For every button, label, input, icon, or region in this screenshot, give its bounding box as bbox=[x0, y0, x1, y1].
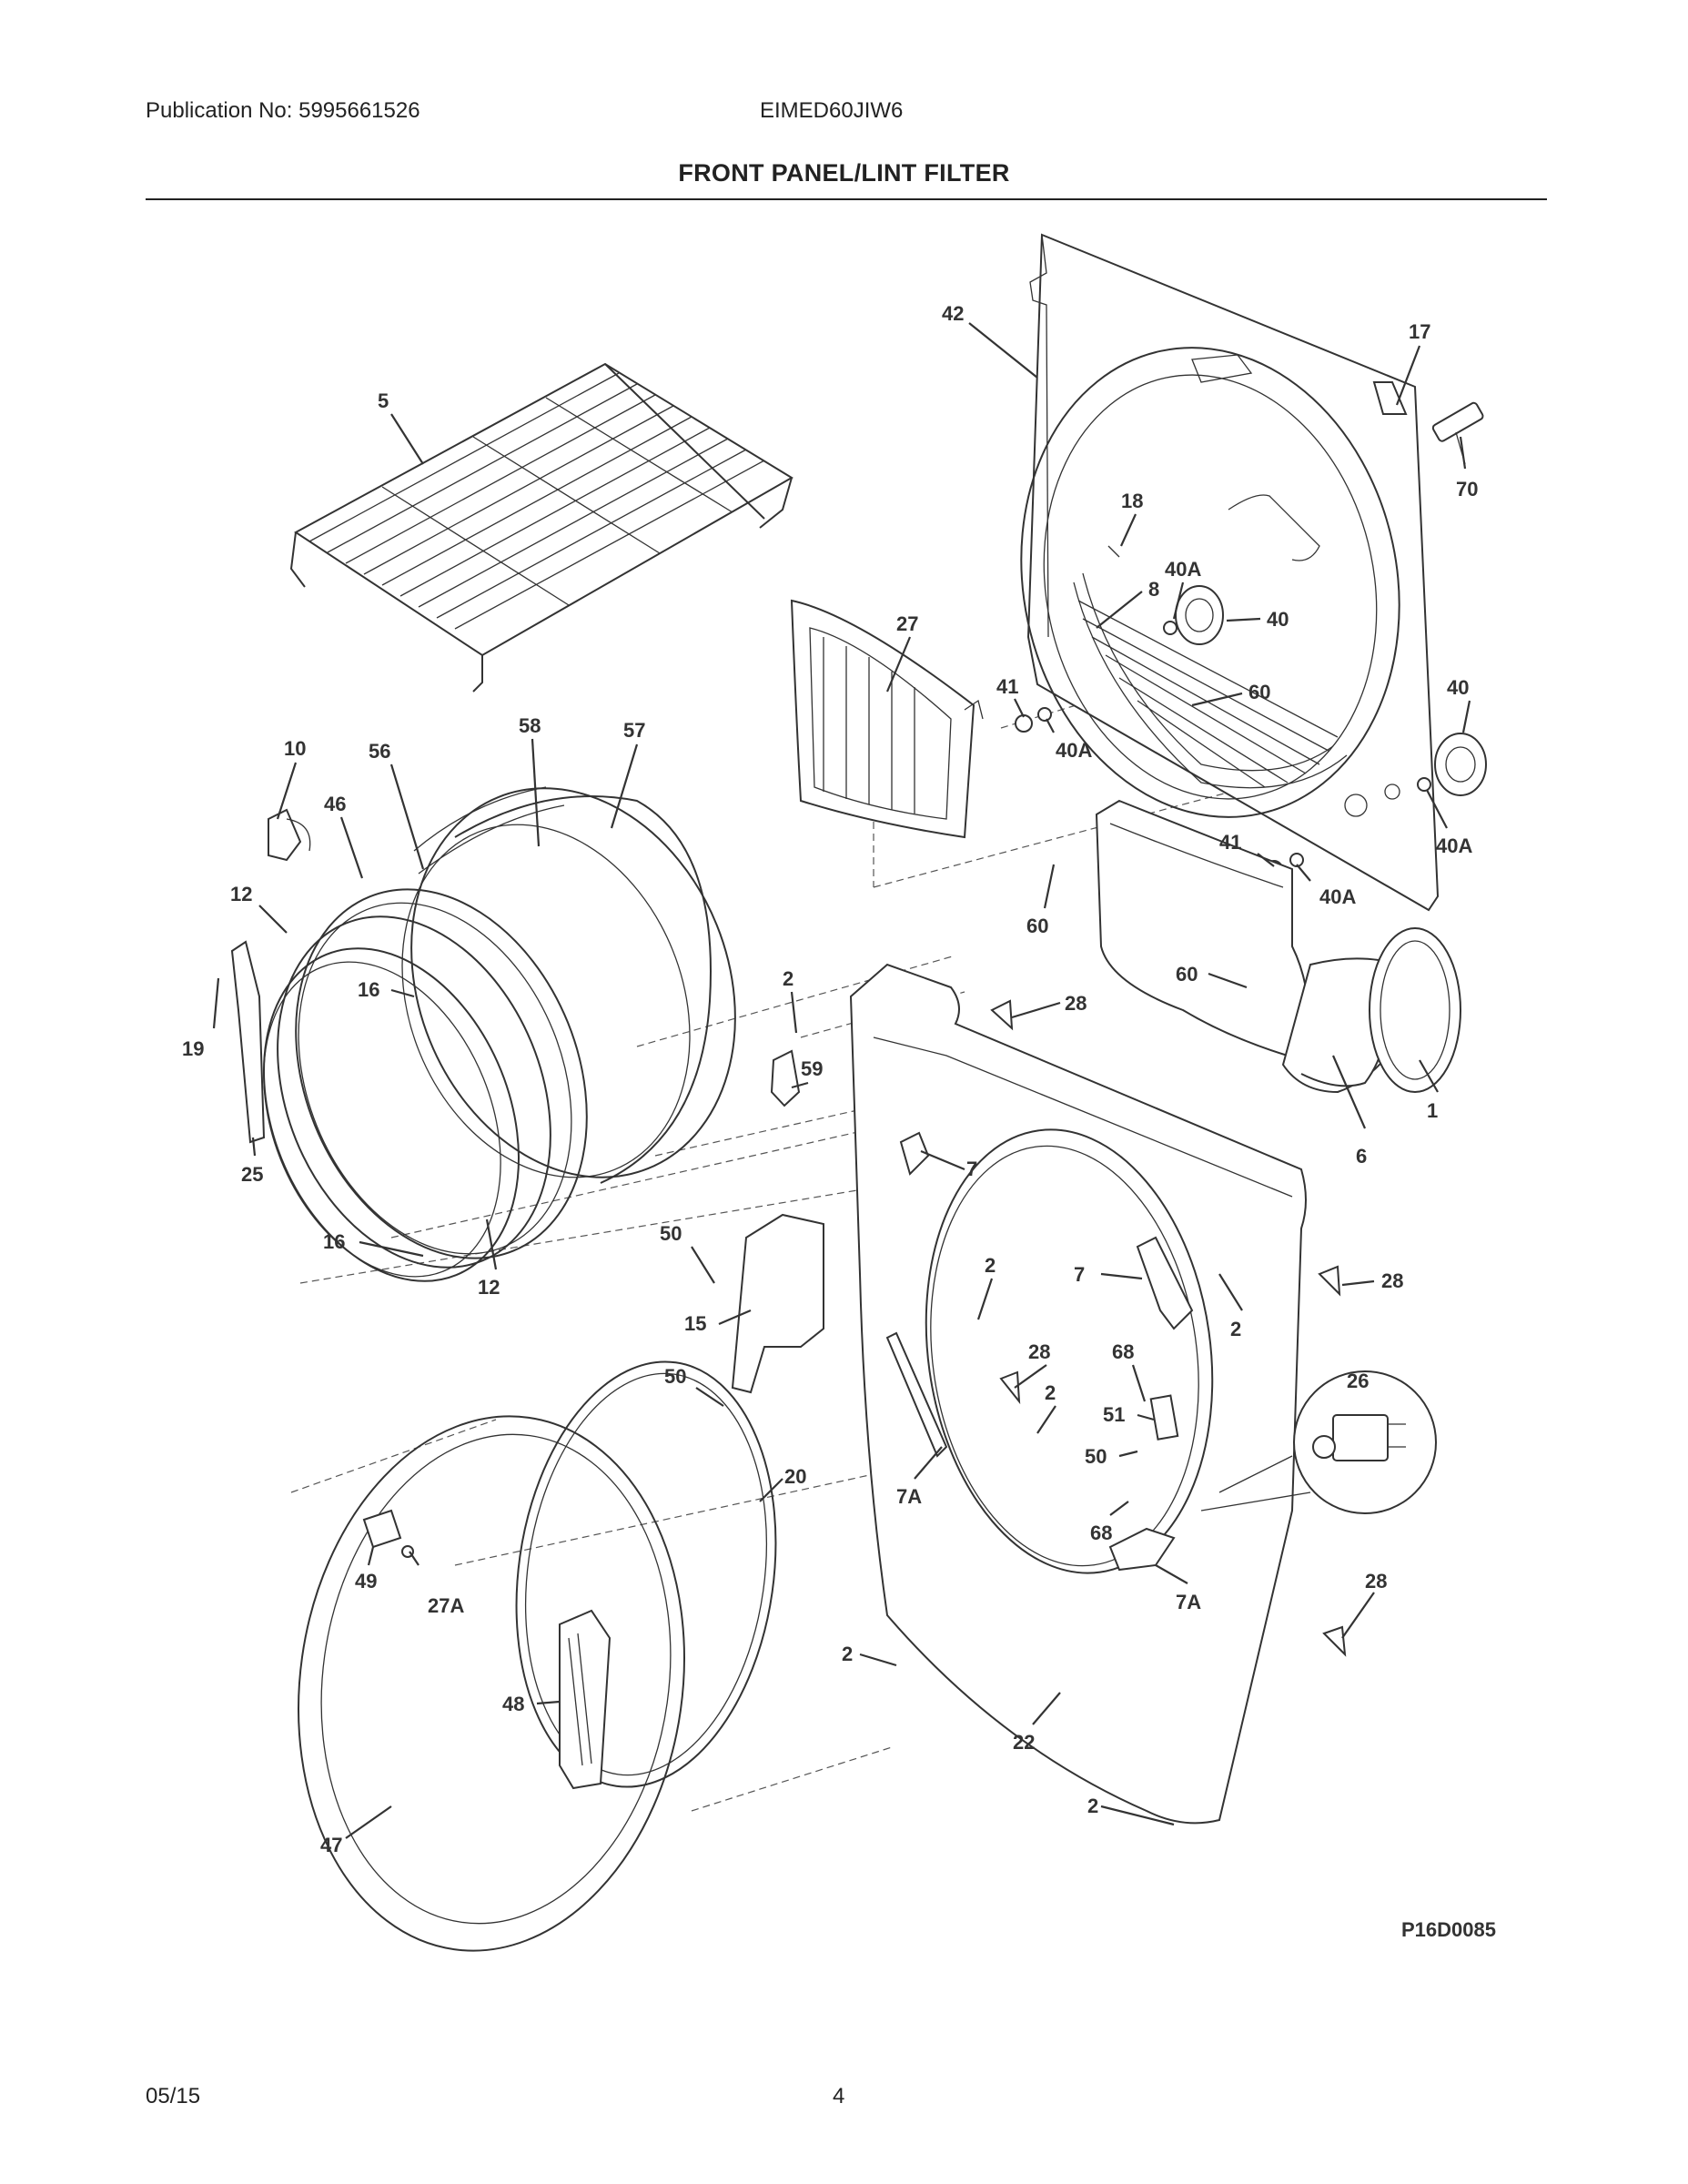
callout-56: 56 bbox=[369, 740, 390, 763]
publication-number: Publication No: 5995661526 bbox=[146, 98, 420, 123]
callout-40A-lower: 40A bbox=[1436, 834, 1472, 857]
rear-bulkhead-panel bbox=[1020, 233, 1440, 912]
callout-42: 42 bbox=[942, 302, 964, 325]
callout-2-top: 2 bbox=[783, 967, 793, 990]
part-57-drum-front bbox=[410, 786, 736, 1184]
callout-15: 15 bbox=[684, 1312, 706, 1335]
callout-16-lower: 16 bbox=[323, 1230, 345, 1253]
callout-17: 17 bbox=[1409, 320, 1430, 343]
part-27-lint-filter bbox=[790, 599, 984, 839]
callout-5: 5 bbox=[378, 389, 389, 412]
callout-1: 1 bbox=[1427, 1099, 1438, 1122]
callout-labels: 42 17 70 5 18 40A 8 40 27 60 41 40A 40 4… bbox=[182, 302, 1478, 1856]
part-10-switch bbox=[268, 808, 311, 862]
callout-49: 49 bbox=[355, 1570, 377, 1592]
callout-7-upper: 7 bbox=[966, 1158, 977, 1180]
part-7A-hinge-plate-left bbox=[885, 1331, 948, 1458]
part-56-felt-seal bbox=[295, 888, 588, 1259]
footer-date: 05/15 bbox=[146, 2084, 201, 2108]
callout-28-right: 28 bbox=[1381, 1269, 1403, 1292]
callout-6: 6 bbox=[1356, 1145, 1367, 1168]
callout-12-upper: 12 bbox=[230, 883, 252, 905]
callout-51: 51 bbox=[1103, 1403, 1125, 1426]
callout-27A: 27A bbox=[428, 1594, 464, 1617]
callout-2-lower-center: 2 bbox=[1045, 1381, 1056, 1404]
callout-28-bottom: 28 bbox=[1365, 1570, 1387, 1592]
callout-40-lower: 40 bbox=[1447, 676, 1469, 699]
callout-20: 20 bbox=[784, 1465, 806, 1488]
callout-10: 10 bbox=[284, 737, 306, 760]
part-49-door-strike bbox=[362, 1509, 414, 1558]
part-6-exhaust-duct bbox=[1095, 799, 1390, 1094]
callout-27: 27 bbox=[896, 612, 918, 635]
callout-41-lower: 41 bbox=[1219, 831, 1241, 854]
callout-2-center: 2 bbox=[985, 1254, 996, 1277]
callout-57: 57 bbox=[623, 719, 645, 742]
part-18-screw bbox=[1107, 545, 1120, 558]
callout-25: 25 bbox=[241, 1163, 263, 1186]
callout-28-center: 28 bbox=[1028, 1340, 1050, 1363]
part-51-strike bbox=[1149, 1394, 1179, 1441]
callout-50-lower: 50 bbox=[1085, 1445, 1107, 1468]
part-28-clips bbox=[990, 999, 1347, 1657]
callout-68-lower: 68 bbox=[1090, 1522, 1112, 1544]
callout-60-middle: 60 bbox=[1026, 915, 1048, 937]
callout-16-upper: 16 bbox=[358, 978, 379, 1001]
part-17-bracket bbox=[1372, 381, 1408, 415]
callout-48: 48 bbox=[502, 1693, 524, 1715]
part-70-sensor bbox=[1431, 401, 1484, 465]
callout-12-lower: 12 bbox=[478, 1276, 500, 1299]
callout-7A-left: 7A bbox=[896, 1485, 922, 1508]
callout-60-upper: 60 bbox=[1248, 681, 1270, 703]
callout-59: 59 bbox=[801, 1057, 823, 1080]
callout-22: 22 bbox=[1013, 1731, 1035, 1754]
diagram-reference-code: P16D0085 bbox=[1401, 1918, 1496, 1941]
part-12-bearing-ring bbox=[263, 947, 520, 1282]
callout-18: 18 bbox=[1121, 490, 1143, 512]
callout-50-middle: 50 bbox=[664, 1365, 686, 1388]
header-divider bbox=[146, 198, 1547, 200]
callout-26: 26 bbox=[1347, 1370, 1369, 1392]
part-22-front-panel bbox=[849, 963, 1307, 1825]
callout-41-upper: 41 bbox=[996, 675, 1018, 698]
callout-8: 8 bbox=[1148, 578, 1159, 601]
part-40-blower-wheel-lower bbox=[1417, 733, 1487, 796]
part-47-door-assembly bbox=[298, 1415, 685, 1952]
callout-40A-upper: 40A bbox=[1165, 558, 1201, 581]
part-1-duct-seal bbox=[1369, 927, 1461, 1093]
part-19-25-glide-bracket bbox=[230, 940, 266, 1144]
model-number: EIMED60JIW6 bbox=[760, 98, 904, 123]
callout-7-lower: 7 bbox=[1074, 1263, 1085, 1286]
part-7-hinge-lower bbox=[1136, 1236, 1194, 1330]
page-title: FRONT PANEL/LINT FILTER bbox=[678, 159, 1010, 187]
callout-46: 46 bbox=[324, 793, 346, 815]
part-7A-hinge-plate-right bbox=[1108, 1527, 1176, 1572]
callout-60-lower: 60 bbox=[1176, 963, 1198, 986]
part-20-door-gasket bbox=[515, 1360, 777, 1788]
part-5-drying-rack bbox=[289, 362, 793, 693]
callout-2-right: 2 bbox=[1230, 1318, 1241, 1340]
callout-58: 58 bbox=[519, 714, 541, 737]
callout-7A-right: 7A bbox=[1176, 1591, 1201, 1613]
part-7-hinge-upper bbox=[899, 1131, 930, 1176]
callout-68-upper: 68 bbox=[1112, 1340, 1134, 1363]
callout-50-upper: 50 bbox=[660, 1222, 682, 1245]
callout-2-bottom: 2 bbox=[1087, 1795, 1098, 1817]
page-number: 4 bbox=[833, 2084, 845, 2108]
part-48-door-handle bbox=[559, 1609, 612, 1790]
part-26-door-switch-detail bbox=[1200, 1370, 1437, 1514]
callout-70: 70 bbox=[1456, 478, 1478, 500]
callout-28-top: 28 bbox=[1065, 992, 1087, 1015]
callout-47: 47 bbox=[320, 1834, 342, 1856]
part-15-hinge-bracket bbox=[731, 1213, 824, 1394]
part-58-drum-seal bbox=[401, 824, 691, 1178]
callout-19: 19 bbox=[182, 1037, 204, 1060]
callout-40A-side: 40A bbox=[1319, 885, 1356, 908]
callout-40A-middle: 40A bbox=[1056, 739, 1092, 762]
part-59-door-catch bbox=[770, 1049, 801, 1107]
callout-2-lower-left: 2 bbox=[842, 1643, 853, 1665]
part-46-ring bbox=[277, 915, 551, 1269]
callout-40-upper: 40 bbox=[1267, 608, 1289, 631]
